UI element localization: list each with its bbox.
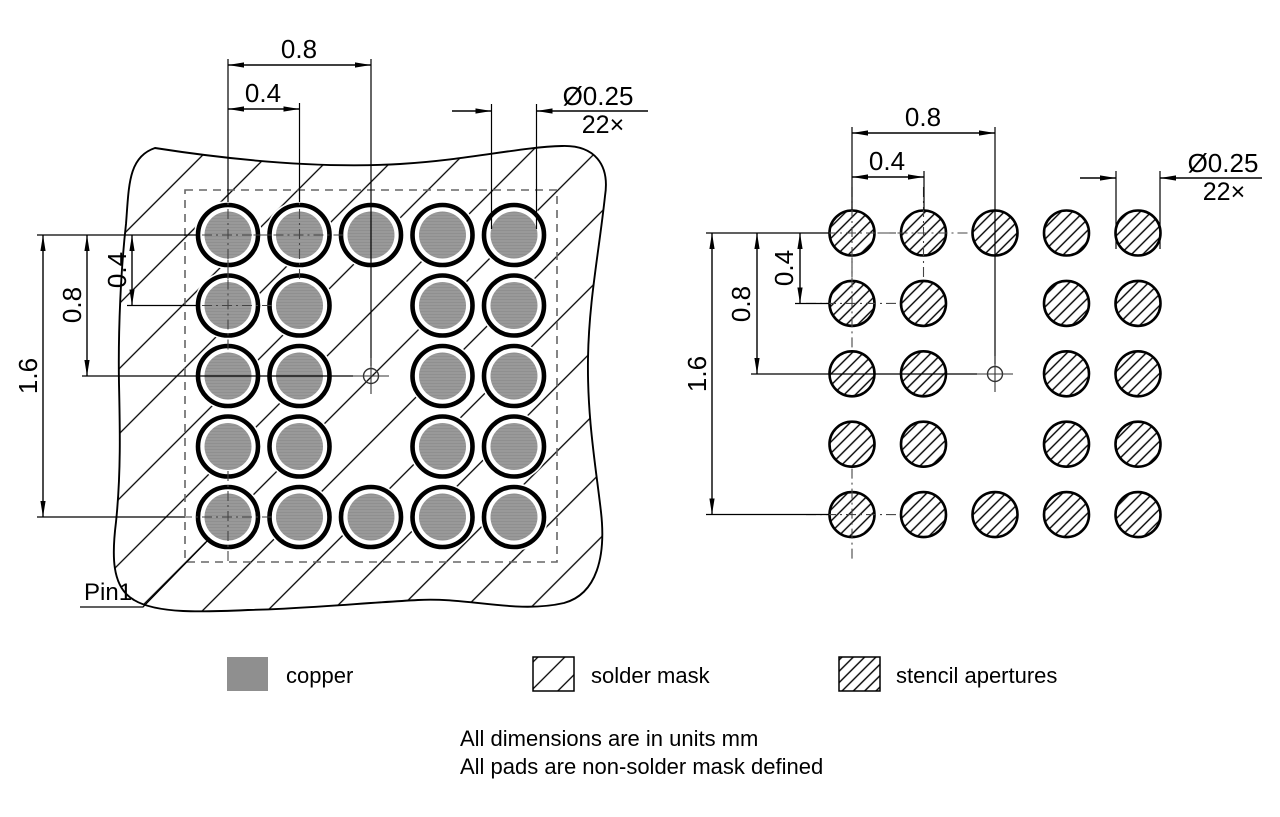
copper-pad-texture	[490, 423, 538, 470]
legend-label-stencil: stencil apertures	[896, 663, 1057, 688]
dim-label-0.4-top-left: 0.4	[245, 78, 281, 108]
stencil-aperture	[828, 420, 876, 469]
dim-label-0.8-top-left: 0.8	[281, 34, 317, 64]
stencil-aperture	[1042, 490, 1091, 539]
copper-pad-texture	[276, 282, 323, 329]
copper-pad-texture	[347, 493, 395, 541]
copper-pad-texture	[419, 493, 466, 541]
copper-pad-texture	[490, 493, 538, 541]
copper-pad-texture	[419, 211, 466, 259]
stencil-aperture	[1114, 209, 1162, 257]
dim-label-0.4-right: 0.4	[769, 250, 799, 286]
copper-pad-texture	[276, 493, 323, 541]
dim-label-0.8-left: 0.8	[57, 287, 87, 323]
stencil-aperture	[1042, 209, 1091, 257]
dim-label-0.4-top-right: 0.4	[869, 146, 905, 176]
copper-pad-texture	[490, 282, 538, 329]
stencil-aperture	[1114, 420, 1162, 469]
dim-label-1.6-left: 1.6	[13, 358, 43, 394]
left-diagram-copper-soldermask: 0.8 0.4 Ø0.25 22× 1.6 0.8 0.4 Pin1	[13, 34, 648, 613]
right-dimension-lines	[706, 127, 1262, 516]
stencil-aperture	[1042, 349, 1091, 398]
copper-pads	[195, 202, 547, 550]
stencil-aperture	[1114, 349, 1162, 398]
copper-pad-texture	[276, 423, 323, 470]
origin-marker	[353, 358, 389, 394]
dia-label-right: Ø0.25	[1188, 148, 1259, 178]
dim-label-0.8-top-right: 0.8	[905, 102, 941, 132]
stencil-aperture	[899, 279, 948, 328]
stencil-aperture	[1042, 279, 1091, 328]
count-label-right: 22×	[1203, 178, 1245, 206]
dia-label-left: Ø0.25	[563, 81, 634, 111]
pin1-label: Pin1	[84, 579, 132, 606]
stencil-aperture	[899, 490, 948, 539]
dim-label-0.8-right: 0.8	[726, 286, 756, 322]
copper-pad-texture	[419, 282, 466, 329]
pin1-leader	[80, 537, 211, 608]
count-label-left: 22×	[582, 111, 624, 139]
drawing-notes: All dimensions are in units mm All pads …	[460, 726, 823, 779]
stencil-aperture	[1114, 490, 1162, 539]
stencil-aperture	[971, 490, 1019, 539]
stencil-aperture	[899, 420, 948, 469]
right-diagram-stencil: 0.8 0.4 Ø0.25 22× 1.6 0.8 0.4	[682, 102, 1262, 561]
copper-pad-texture	[204, 423, 252, 470]
dim-label-0.4-left: 0.4	[102, 252, 132, 288]
left-dimension-lines	[37, 59, 648, 518]
legend-swatch-solder-mask	[532, 656, 575, 692]
copper-pad-texture	[419, 423, 466, 470]
stencil-aperture	[1042, 420, 1091, 469]
copper-pad-texture	[419, 352, 466, 400]
copper-pad-texture	[490, 352, 538, 400]
legend-swatch-copper	[227, 657, 268, 691]
legend: copper solder mask stencil apertures	[227, 656, 1057, 692]
note-units: All dimensions are in units mm	[460, 726, 758, 751]
dim-label-1.6-right: 1.6	[682, 356, 712, 392]
note-nsmd: All pads are non-solder mask defined	[460, 754, 823, 779]
origin-marker	[977, 356, 1013, 392]
legend-swatch-stencil	[838, 656, 881, 692]
legend-label-copper: copper	[286, 663, 353, 688]
legend-label-solder-mask: solder mask	[591, 663, 711, 688]
stencil-aperture	[1114, 279, 1162, 328]
copper-pad-texture	[490, 211, 538, 259]
